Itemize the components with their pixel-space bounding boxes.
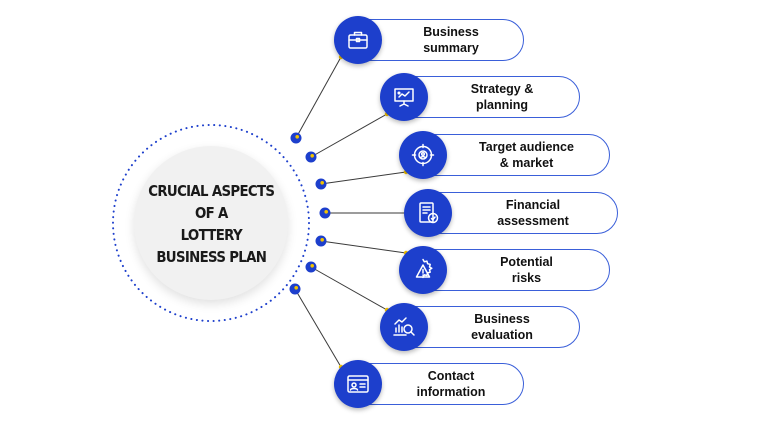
aspect-node-financial-report xyxy=(404,189,452,237)
aspect-node-audience-target xyxy=(399,131,447,179)
analytics-magnifier-icon xyxy=(393,317,415,336)
connector-line xyxy=(294,288,342,368)
connector-line xyxy=(320,171,407,185)
connector-line xyxy=(310,113,388,158)
aspect-label: Potential risks xyxy=(500,255,553,285)
central-hub: CRUCIAL ASPECTS OF A LOTTERY BUSINESS PL… xyxy=(134,146,288,300)
connector-line xyxy=(320,240,407,254)
aspect-label: Financial assessment xyxy=(497,198,569,228)
aspect-label: Contact information xyxy=(416,369,486,399)
ring-anchor-highlight xyxy=(310,154,315,158)
dotted-ring xyxy=(112,124,310,322)
contact-card-icon xyxy=(347,375,369,393)
ring-anchor-highlight xyxy=(320,238,325,242)
aspect-node-risk-warning xyxy=(399,246,447,294)
aspect-node-contact-card xyxy=(334,360,382,408)
aspect-node-presentation-board xyxy=(380,73,428,121)
audience-target-icon xyxy=(411,143,435,167)
ring-anchor-highlight xyxy=(324,210,329,214)
aspect-label: Target audience & market xyxy=(479,140,574,170)
ring-anchor-highlight xyxy=(320,181,325,185)
connector-line xyxy=(310,266,388,311)
presentation-board-icon xyxy=(394,88,414,107)
aspect-node-analytics-magnifier xyxy=(380,303,428,351)
ring-anchor-highlight xyxy=(295,135,300,139)
hub-title: CRUCIAL ASPECTS OF A LOTTERY BUSINESS PL… xyxy=(147,182,275,266)
risk-warning-icon xyxy=(415,258,433,279)
aspect-label: Strategy & planning xyxy=(470,82,534,112)
ring-anchor-highlight xyxy=(294,286,299,290)
aspect-label: Business evaluation xyxy=(471,312,533,342)
aspect-node-briefcase xyxy=(334,16,382,64)
ring-anchor-highlight xyxy=(310,264,315,268)
briefcase-icon xyxy=(348,31,368,49)
aspect-label: Business summary xyxy=(423,25,479,55)
financial-report-icon xyxy=(419,202,439,224)
connector-line xyxy=(295,56,342,139)
